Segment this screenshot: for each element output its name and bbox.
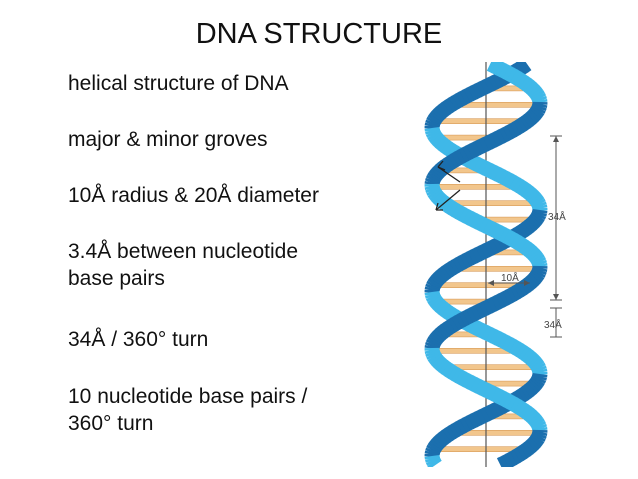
turn-length-label: 34Å: [548, 210, 566, 223]
base-pair-bar: [448, 364, 535, 371]
bullet-line: major & minor groves: [68, 128, 268, 151]
bullet-line: 10Å radius & 20Å diameter: [68, 184, 319, 207]
minor-groove-arrowhead-icon: [435, 202, 443, 211]
radius-label: 10Å: [501, 271, 519, 284]
bullet-line: base pairs: [68, 267, 165, 290]
backbone-strand-b: [430, 459, 442, 467]
bullet-line: 10 nucleotide base pairs /: [68, 385, 308, 408]
bullet-line: 3.4Å between nucleotide: [68, 240, 299, 263]
major-groove-arrow: [437, 166, 461, 183]
bullet-item: 3.4Å between nucleotide base pairs: [40, 238, 298, 292]
bullet-line: 34Å / 360° turn: [68, 328, 209, 351]
bullet-line: helical structure of DNA: [68, 72, 289, 95]
bullet-text: 3.4Å between nucleotide base pairs: [68, 238, 298, 292]
bullet-text: 10 nucleotide base pairs / 360° turn: [68, 383, 307, 437]
bullet-item: 10Å radius & 20Å diameter: [40, 182, 319, 209]
bullet-item: 10 nucleotide base pairs / 360° turn: [40, 383, 307, 437]
bullet-text: 34Å / 360° turn: [68, 326, 208, 353]
bullet-text: helical structure of DNA: [68, 70, 289, 97]
major-groove-arrowhead-icon: [437, 160, 446, 171]
dna-double-helix-diagram: 34Å 10Å 34Å: [408, 62, 608, 467]
bullet-text: major & minor groves: [68, 126, 268, 153]
bullet-item: helical structure of DNA: [40, 70, 289, 97]
minor-groove-arrow: [435, 189, 461, 211]
spacing-label: 34Å: [544, 318, 562, 331]
slide-title: DNA STRUCTURE: [195, 18, 443, 50]
bullet-item: major & minor groves: [40, 126, 268, 153]
dna-helix-svg: 34Å 10Å 34Å: [424, 62, 566, 467]
base-pair-bar: [448, 200, 535, 206]
backbone-strand-a: [496, 457, 504, 467]
bullet-text: 10Å radius & 20Å diameter: [68, 182, 319, 209]
bullet-item: 34Å / 360° turn: [40, 326, 208, 353]
base-pair-bar: [437, 118, 524, 125]
backbone-strands: [424, 62, 548, 467]
bullet-line: 360° turn: [68, 412, 154, 435]
base-pair-bar: [437, 446, 524, 453]
